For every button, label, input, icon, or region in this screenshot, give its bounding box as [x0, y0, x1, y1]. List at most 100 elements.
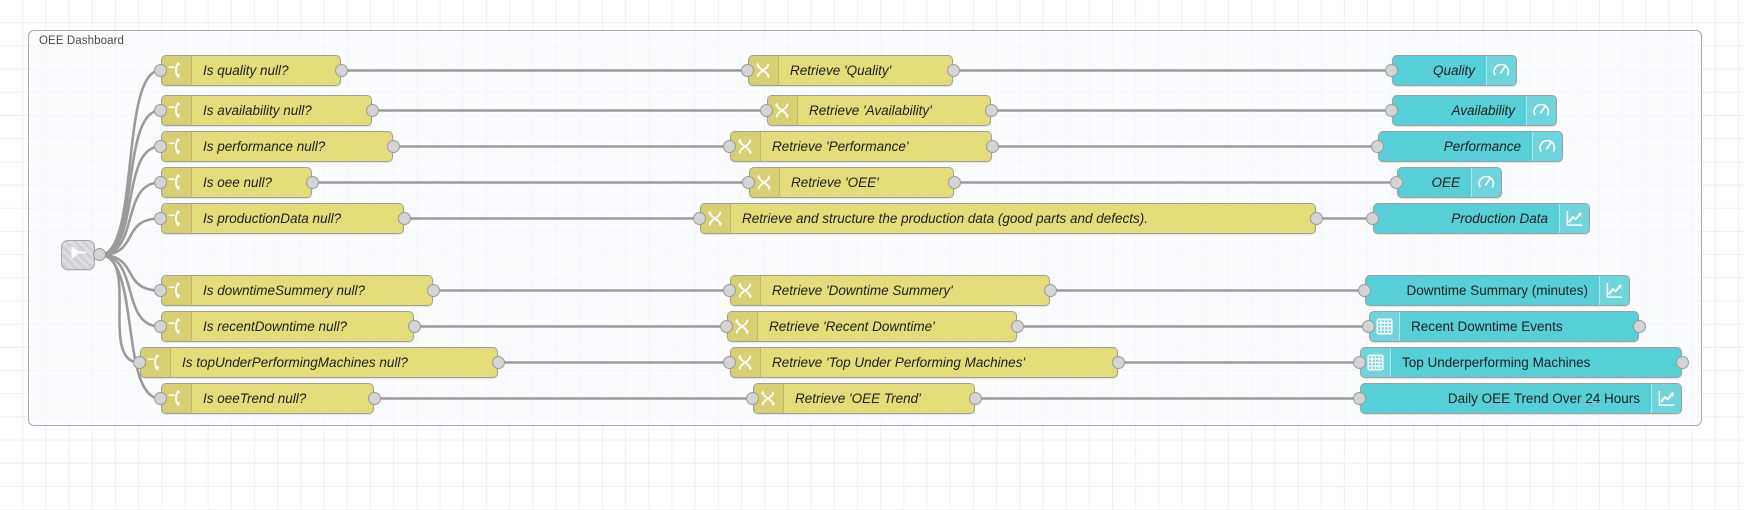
- switch-input-port-downtime-summary[interactable]: [154, 284, 167, 297]
- change-input-port-quality[interactable]: [741, 64, 754, 77]
- change-node-label: Retrieve 'Availability': [809, 103, 932, 118]
- change-node-performance[interactable]: Retrieve 'Performance': [730, 131, 992, 162]
- change-output-port-oee[interactable]: [948, 176, 961, 189]
- dashboard-node-recent-downtime[interactable]: Recent Downtime Events: [1369, 311, 1639, 342]
- change-input-port-top-underperforming-machines[interactable]: [723, 356, 736, 369]
- dashboard-input-port-production-data[interactable]: [1366, 212, 1379, 225]
- change-node-top-underperforming-machines[interactable]: Retrieve 'Top Under Performing Machines': [730, 347, 1118, 378]
- change-output-port-availability[interactable]: [985, 104, 998, 117]
- switch-input-port-top-underperforming-machines[interactable]: [133, 356, 146, 369]
- switch-node-performance[interactable]: Is performance null?: [161, 131, 393, 162]
- change-input-port-downtime-summary[interactable]: [723, 284, 736, 297]
- change-node-production-data[interactable]: Retrieve and structure the production da…: [700, 203, 1316, 234]
- switch-node-label: Is availability null?: [203, 103, 312, 118]
- change-output-port-production-data[interactable]: [1310, 212, 1323, 225]
- switch-icon: [162, 132, 192, 161]
- switch-output-port-performance[interactable]: [387, 140, 400, 153]
- dashboard-input-port-oee[interactable]: [1390, 176, 1403, 189]
- switch-output-port-quality[interactable]: [335, 64, 348, 77]
- change-node-oee-trend[interactable]: Retrieve 'OEE Trend': [753, 383, 975, 414]
- dashboard-input-port-performance[interactable]: [1371, 140, 1384, 153]
- table-icon: [1361, 348, 1391, 377]
- change-input-port-recent-downtime[interactable]: [720, 320, 733, 333]
- change-node-availability[interactable]: Retrieve 'Availability': [767, 95, 991, 126]
- dashboard-input-port-recent-downtime[interactable]: [1362, 320, 1375, 333]
- switch-node-oee-trend[interactable]: Is oeeTrend null?: [161, 383, 374, 414]
- group-label: OEE Dashboard: [39, 35, 125, 47]
- dashboard-input-port-downtime-summary[interactable]: [1358, 284, 1371, 297]
- change-output-port-oee-trend[interactable]: [969, 392, 982, 405]
- switch-node-top-underperforming-machines[interactable]: Is topUnderPerformingMachines null?: [140, 347, 498, 378]
- gauge-icon: [1526, 96, 1556, 125]
- switch-node-quality[interactable]: Is quality null?: [161, 55, 341, 86]
- change-node-oee[interactable]: Retrieve 'OEE': [749, 167, 954, 198]
- dashboard-node-performance[interactable]: Performance: [1378, 131, 1563, 162]
- switch-input-port-recent-downtime[interactable]: [154, 320, 167, 333]
- link-in-output-port[interactable]: [93, 248, 106, 261]
- change-node-label: Retrieve and structure the production da…: [742, 211, 1148, 226]
- change-node-label: Retrieve 'Recent Downtime': [769, 319, 935, 334]
- switch-node-label: Is downtimeSummery null?: [203, 283, 366, 298]
- change-node-downtime-summary[interactable]: Retrieve 'Downtime Summery': [730, 275, 1050, 306]
- dashboard-node-quality[interactable]: Quality: [1392, 55, 1517, 86]
- link-in-node[interactable]: [61, 240, 95, 270]
- switch-node-label: Is oee null?: [203, 175, 273, 190]
- change-output-port-recent-downtime[interactable]: [1011, 320, 1024, 333]
- change-input-port-oee[interactable]: [742, 176, 755, 189]
- dashboard-node-availability[interactable]: Availability: [1392, 95, 1557, 126]
- chart-icon: [1559, 204, 1589, 233]
- dashboard-input-port-oee-trend[interactable]: [1353, 392, 1366, 405]
- switch-input-port-availability[interactable]: [154, 104, 167, 117]
- dashboard-input-port-quality[interactable]: [1385, 64, 1398, 77]
- switch-input-port-quality[interactable]: [154, 64, 167, 77]
- switch-node-label: Is oeeTrend null?: [203, 391, 307, 406]
- dashboard-node-oee-trend[interactable]: Daily OEE Trend Over 24 Hours: [1360, 383, 1682, 414]
- link-in-icon: [70, 245, 87, 265]
- change-node-quality[interactable]: Retrieve 'Quality': [748, 55, 953, 86]
- switch-input-port-production-data[interactable]: [154, 212, 167, 225]
- switch-input-port-oee-trend[interactable]: [154, 392, 167, 405]
- dashboard-node-production-data[interactable]: Production Data: [1373, 203, 1590, 234]
- switch-output-port-oee-trend[interactable]: [368, 392, 381, 405]
- change-output-port-top-underperforming-machines[interactable]: [1112, 356, 1125, 369]
- dashboard-node-top-underperforming-machines[interactable]: Top Underperforming Machines: [1360, 347, 1682, 378]
- dashboard-node-downtime-summary[interactable]: Downtime Summary (minutes): [1365, 275, 1630, 306]
- switch-icon: [162, 168, 192, 197]
- change-node-label: Retrieve 'OEE': [791, 175, 879, 190]
- change-output-port-quality[interactable]: [947, 64, 960, 77]
- dashboard-input-port-availability[interactable]: [1385, 104, 1398, 117]
- dashboard-output-port-top-underperforming-machines[interactable]: [1676, 356, 1689, 369]
- change-output-port-performance[interactable]: [986, 140, 999, 153]
- switch-node-availability[interactable]: Is availability null?: [161, 95, 372, 126]
- switch-output-port-production-data[interactable]: [398, 212, 411, 225]
- switch-node-oee[interactable]: Is oee null?: [161, 167, 312, 198]
- dashboard-output-port-recent-downtime[interactable]: [1633, 320, 1646, 333]
- switch-node-downtime-summary[interactable]: Is downtimeSummery null?: [161, 275, 433, 306]
- switch-input-port-oee[interactable]: [154, 176, 167, 189]
- switch-node-label: Is recentDowntime null?: [203, 319, 348, 334]
- switch-output-port-oee[interactable]: [306, 176, 319, 189]
- dashboard-node-label: Recent Downtime Events: [1411, 319, 1563, 334]
- switch-output-port-availability[interactable]: [366, 104, 379, 117]
- change-input-port-oee-trend[interactable]: [746, 392, 759, 405]
- dashboard-input-port-top-underperforming-machines[interactable]: [1353, 356, 1366, 369]
- change-input-port-production-data[interactable]: [693, 212, 706, 225]
- dashboard-node-oee[interactable]: OEE: [1397, 167, 1502, 198]
- change-input-port-availability[interactable]: [760, 104, 773, 117]
- switch-icon: [162, 204, 192, 233]
- change-node-recent-downtime[interactable]: Retrieve 'Recent Downtime': [727, 311, 1017, 342]
- switch-node-recent-downtime[interactable]: Is recentDowntime null?: [161, 311, 414, 342]
- switch-icon: [162, 384, 192, 413]
- switch-output-port-recent-downtime[interactable]: [408, 320, 421, 333]
- change-input-port-performance[interactable]: [723, 140, 736, 153]
- change-output-port-downtime-summary[interactable]: [1044, 284, 1057, 297]
- switch-output-port-top-underperforming-machines[interactable]: [492, 356, 505, 369]
- switch-output-port-downtime-summary[interactable]: [427, 284, 440, 297]
- change-icon: [750, 168, 780, 197]
- dashboard-node-label: Performance: [1443, 139, 1521, 154]
- switch-node-production-data[interactable]: Is productionData null?: [161, 203, 404, 234]
- switch-node-label: Is quality null?: [203, 63, 289, 78]
- switch-node-label: Is topUnderPerformingMachines null?: [182, 355, 408, 370]
- switch-input-port-performance[interactable]: [154, 140, 167, 153]
